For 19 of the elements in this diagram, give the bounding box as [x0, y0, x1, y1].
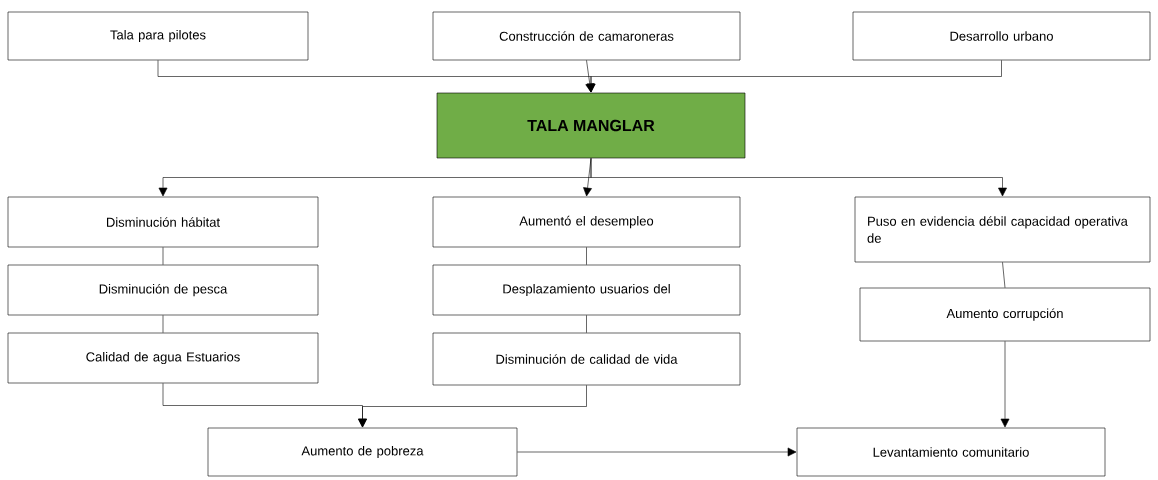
title-box: TALA MANGLAR [436, 92, 746, 159]
process-box: Levantamiento comunitario [796, 427, 1106, 477]
process-box: Calidad de agua Estuarios [7, 332, 319, 384]
process-box: Aumento de pobreza [207, 427, 518, 477]
process-box: Tala para pilotes [7, 11, 309, 61]
process-box: Desarrollo urbano [852, 11, 1151, 61]
process-box: Disminución hábitat [7, 196, 319, 248]
process-box: Aumentó el desempleo [432, 196, 741, 248]
arrow [358, 385, 587, 428]
arrow [517, 447, 797, 457]
process-box: Desplazamiento usuarios del [432, 264, 741, 316]
process-box: Aumento corrupción [859, 287, 1151, 342]
arrow [586, 60, 1002, 93]
process-box: Disminución de pesca [7, 264, 319, 316]
process-box: Puso en evidencia débil capacidad operativa de [854, 196, 1151, 263]
arrow [590, 158, 1007, 197]
process-box: Construcción de camaroneras [432, 11, 741, 61]
process-box: Disminución de calidad de vida [432, 332, 741, 386]
arrow [1000, 341, 1010, 428]
